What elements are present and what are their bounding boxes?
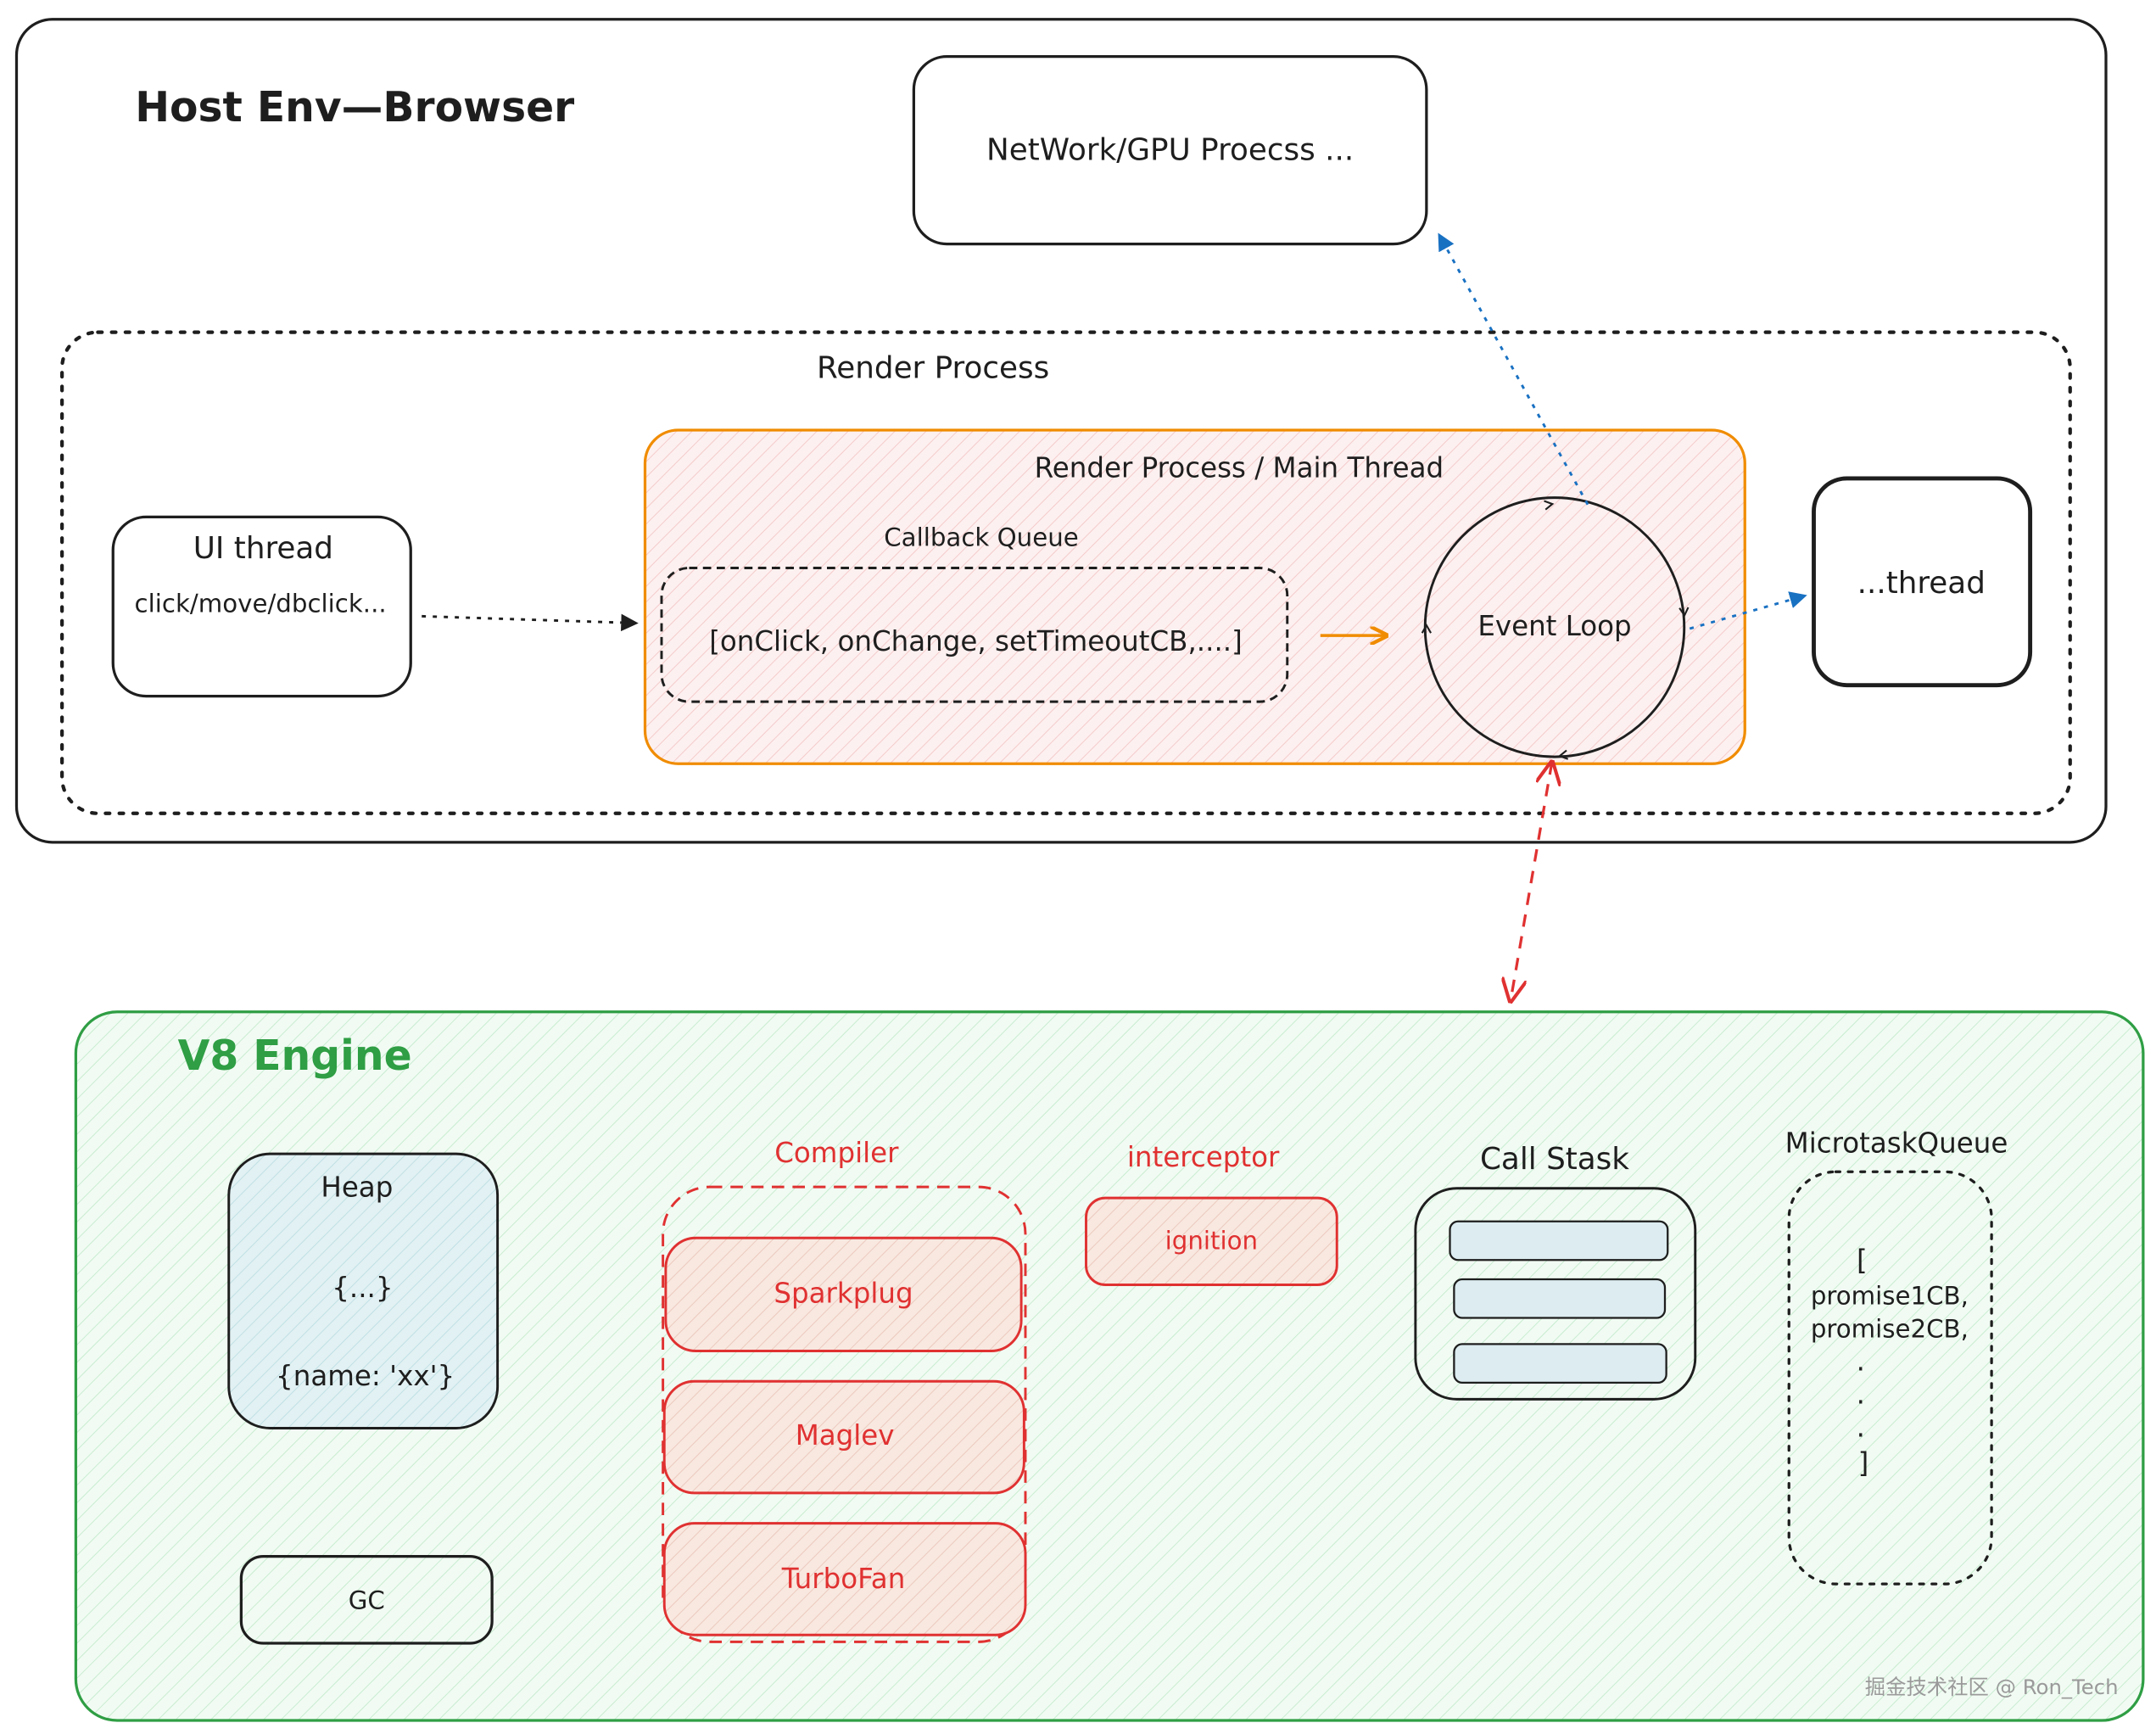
microtask-queue-ellipsis-2: . bbox=[1857, 1378, 1865, 1410]
callback-queue-content: [onClick, onChange, setTimeoutCB,....] bbox=[709, 625, 1243, 657]
heap-object-example: {name: 'xx'} bbox=[276, 1360, 455, 1392]
network-gpu-process-label: NetWork/GPU Proecss ... bbox=[986, 133, 1354, 168]
heap-title: Heap bbox=[321, 1172, 393, 1204]
interceptor-title: interceptor bbox=[1127, 1141, 1280, 1173]
call-stack-frame-1 bbox=[1449, 1220, 1669, 1261]
main-thread-container bbox=[643, 428, 1746, 765]
microtask-queue-ellipsis-1: . bbox=[1857, 1345, 1865, 1377]
compiler-maglev-label: Maglev bbox=[796, 1419, 895, 1452]
watermark: 掘金技术社区 @ Ron_Tech bbox=[1865, 1675, 2119, 1699]
call-stack-title: Call Stask bbox=[1480, 1142, 1629, 1177]
callback-queue-title: Callback Queue bbox=[884, 523, 1079, 552]
loop-to-network-arrow bbox=[1438, 232, 1589, 506]
call-stack-frame-2 bbox=[1453, 1278, 1667, 1319]
interceptor-ignition-box[interactable] bbox=[1085, 1196, 1338, 1286]
microtask-queue-ellipsis-3: . bbox=[1857, 1411, 1865, 1443]
interceptor-ignition-label: ignition bbox=[1165, 1226, 1258, 1255]
compiler-title: Compiler bbox=[774, 1137, 899, 1169]
call-stack-frame-3 bbox=[1453, 1343, 1667, 1384]
event-loop-v8-bidirectional-arrow bbox=[1511, 763, 1552, 1001]
heap-object-placeholder: {...} bbox=[332, 1272, 393, 1304]
ui-thread-subtitle: click/move/dbclick... bbox=[135, 590, 387, 618]
gc-box[interactable] bbox=[239, 1555, 494, 1645]
microtask-queue-item-1: promise1CB, bbox=[1811, 1281, 1969, 1310]
ui-thread-box[interactable] bbox=[111, 515, 412, 698]
heap-box[interactable] bbox=[227, 1152, 500, 1429]
call-stack-box[interactable] bbox=[1414, 1187, 1697, 1401]
compiler-sparkplug-box[interactable] bbox=[664, 1236, 1023, 1352]
microtask-queue-item-2: promise2CB, bbox=[1811, 1314, 1969, 1343]
v8-engine-title: V8 Engine bbox=[178, 1032, 412, 1080]
compiler-turbofan-box[interactable] bbox=[662, 1522, 1027, 1636]
microtask-queue-title: MicrotaskQueue bbox=[1785, 1127, 2008, 1160]
network-gpu-process-box[interactable] bbox=[912, 55, 1428, 246]
render-process-container bbox=[60, 330, 2072, 815]
main-thread-label: Render Process / Main Thread bbox=[1035, 451, 1444, 484]
callback-queue-box[interactable] bbox=[660, 567, 1289, 703]
compiler-maglev-box[interactable] bbox=[662, 1379, 1025, 1495]
microtask-queue-box[interactable] bbox=[1787, 1170, 1993, 1586]
other-thread-label: ...thread bbox=[1857, 566, 1986, 601]
loop-to-other-thread-arrow bbox=[1689, 591, 1807, 630]
compiler-sparkplug-label: Sparkplug bbox=[774, 1278, 913, 1310]
microtask-queue-close-bracket: ] bbox=[1858, 1447, 1869, 1479]
compiler-turbofan-label: TurboFan bbox=[781, 1563, 906, 1595]
event-loop-label: Event Loop bbox=[1477, 610, 1631, 642]
other-thread-box[interactable] bbox=[1812, 476, 2033, 688]
gc-label: GC bbox=[349, 1586, 385, 1614]
host-env-title: Host Env—Browser bbox=[135, 84, 574, 131]
microtask-queue-open-bracket: [ bbox=[1857, 1245, 1868, 1277]
ui-to-main-thread-arrow bbox=[422, 613, 639, 632]
ui-thread-title: UI thread bbox=[193, 531, 333, 566]
render-process-label: Render Process bbox=[817, 350, 1049, 385]
compiler-group bbox=[662, 1185, 1027, 1643]
